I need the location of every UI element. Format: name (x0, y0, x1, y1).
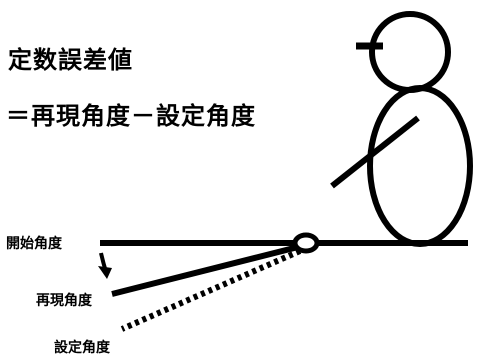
start-angle-label: 開始角度 (6, 236, 62, 252)
body-shape (367, 85, 473, 247)
head-shape (369, 11, 451, 93)
joint-circle (292, 232, 320, 254)
reproduced-angle-line (111, 242, 307, 297)
other-arm-line (330, 115, 420, 189)
set-angle-dotted-line (120, 248, 302, 332)
rotation-arrowhead (98, 266, 112, 279)
diagram-title: 定数誤差値 (8, 46, 133, 74)
set-angle-label: 設定角度 (54, 340, 110, 356)
reproduced-angle-label: 再現角度 (36, 293, 92, 309)
formula-text: ＝再現角度－設定角度 (6, 102, 256, 130)
